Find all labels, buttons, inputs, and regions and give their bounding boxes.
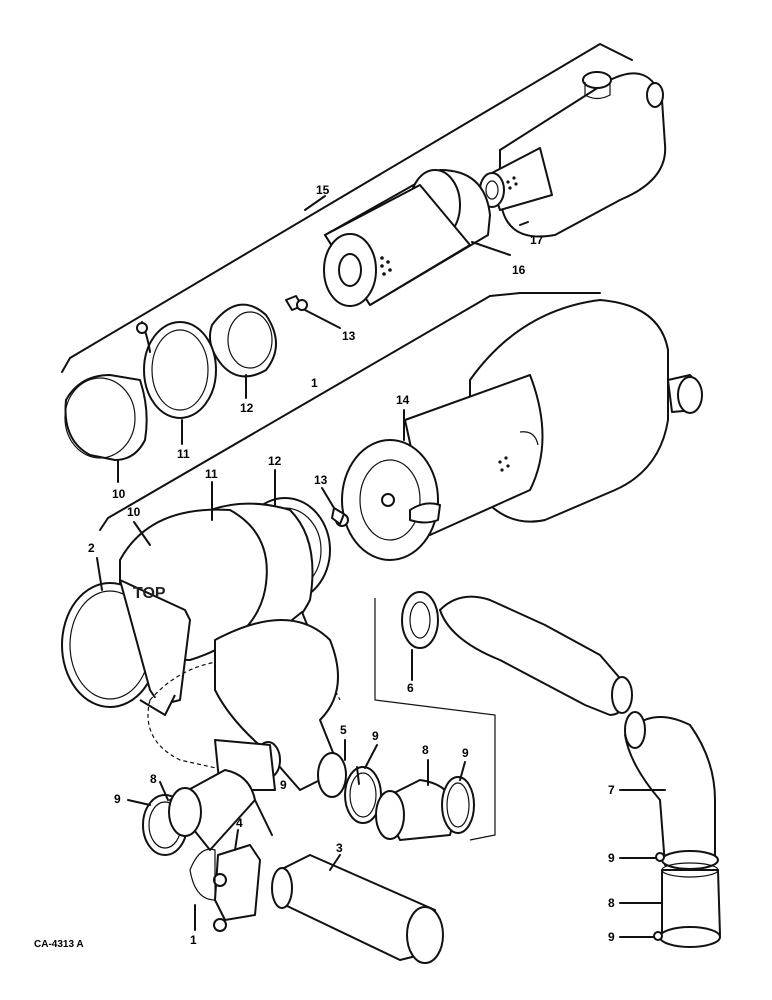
callout-16: 16	[512, 263, 526, 277]
hose-8-right	[661, 862, 721, 936]
callout-10-lower: 10	[127, 505, 141, 519]
embossed-top-text: TOP	[133, 585, 166, 602]
hose-clamp-9-right-lower	[653, 926, 721, 948]
hose-clamp-9-right	[441, 776, 475, 834]
figure-code: CA-4313 A	[34, 939, 84, 950]
leader-lines	[96, 221, 666, 938]
wing-nut-13-lower	[331, 507, 349, 527]
pipe-7	[624, 711, 716, 866]
cup-10-upper	[64, 374, 148, 461]
callout-11-upper: 11	[177, 447, 190, 461]
clamp-2: TOP	[61, 579, 191, 716]
callout-1-upper: 1	[311, 376, 318, 390]
callout-9-left: 9	[114, 792, 121, 806]
callout-8-left: 8	[150, 772, 157, 786]
callout-11-lower: 11	[205, 467, 218, 481]
callout-9-right-lower: 9	[608, 930, 615, 944]
assembly-bracket-1	[99, 292, 601, 531]
callout-7: 7	[608, 783, 615, 797]
callout-3: 3	[336, 841, 343, 855]
gasket-12-upper	[209, 303, 277, 378]
callout-17: 17	[530, 233, 544, 247]
callout-9-right-upper: 9	[608, 851, 615, 865]
callout-13-upper: 13	[342, 329, 356, 343]
mounting-bracket-4	[189, 844, 261, 932]
hose-region-outline	[374, 598, 496, 841]
callout-12-lower: 12	[268, 454, 282, 468]
upper-air-cleaner-body	[499, 71, 667, 238]
main-housing	[404, 299, 703, 536]
outer-filter-16	[323, 169, 491, 307]
gasket-6	[401, 591, 439, 649]
callout-14: 14	[396, 393, 410, 407]
hose-8-mid	[375, 779, 456, 841]
callout-1-lower: 1	[190, 933, 197, 947]
filter-element-14	[341, 439, 441, 561]
hose-8-left	[168, 769, 256, 851]
callout-2: 2	[88, 541, 95, 555]
callout-6: 6	[407, 681, 414, 695]
callout-8-right: 8	[608, 896, 615, 910]
clamp-11-upper	[136, 321, 217, 419]
callout-9-mid: 9	[372, 729, 379, 743]
tube-3	[271, 854, 444, 964]
callout-9-pipe: 9	[280, 778, 287, 792]
long-pipe	[439, 595, 633, 716]
callouts: 15 17 16 13 12 11 10 1 14 12 11 13 2 10 …	[88, 183, 615, 947]
wing-nut-13-upper	[285, 295, 308, 311]
callout-10-upper: 10	[112, 487, 126, 501]
callout-15: 15	[316, 183, 330, 197]
callout-12-upper: 12	[240, 401, 254, 415]
callout-5: 5	[340, 723, 347, 737]
callout-9-right: 9	[462, 746, 469, 760]
elbow-pipe-5	[214, 619, 347, 798]
callout-13-lower: 13	[314, 473, 328, 487]
callout-8-mid: 8	[422, 743, 429, 757]
kit-bracket-15	[61, 43, 633, 373]
callout-4: 4	[236, 816, 243, 830]
